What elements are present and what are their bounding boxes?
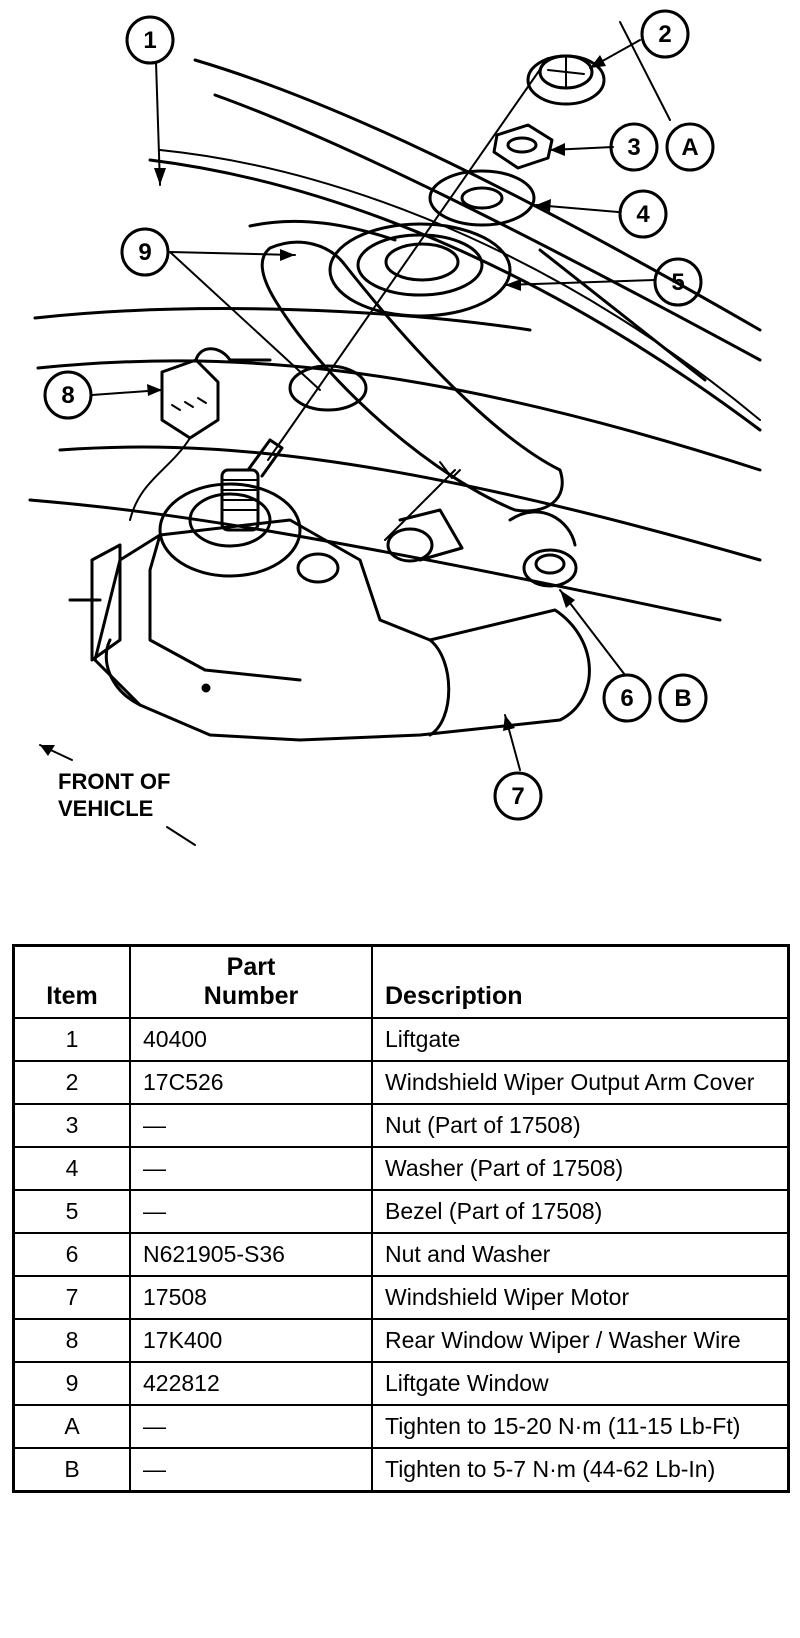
cell-description: Liftgate Window [371, 1361, 790, 1406]
callout-label: 4 [636, 201, 650, 228]
leader-lines [39, 39, 656, 846]
callout-label: 3 [627, 134, 640, 161]
cell-part-number: 422812 [129, 1361, 373, 1406]
callout-6: 6 [602, 673, 652, 723]
callout-1: 1 [125, 15, 175, 65]
header-part-line2: Number [203, 982, 299, 1010]
callout-label: 1 [143, 27, 156, 54]
front-label-line2: VEHICLE [58, 796, 153, 821]
cell-part-number: — [129, 1146, 373, 1191]
table-row: 5—Bezel (Part of 17508) [12, 1189, 790, 1234]
cell-part-number: — [129, 1189, 373, 1234]
cell-description: Nut (Part of 17508) [371, 1103, 790, 1148]
table-row: B—Tighten to 5-7 N·m (44-62 Lb-In) [12, 1447, 790, 1493]
callout-4: 4 [618, 189, 668, 239]
window-hole [288, 364, 368, 412]
table-row: 3—Nut (Part of 17508) [12, 1103, 790, 1148]
callout-label: 9 [138, 239, 151, 266]
cell-item: B [12, 1447, 131, 1493]
callout-5: 5 [653, 257, 703, 307]
callout-label: 7 [511, 783, 524, 810]
cell-part-number: 40400 [129, 1017, 373, 1062]
callout-label: 2 [658, 21, 671, 48]
callout-3: 3 [609, 122, 659, 172]
cell-item: 8 [12, 1318, 131, 1363]
cell-part-number: N621905-S36 [129, 1232, 373, 1277]
header-part-number: Part Number [129, 944, 373, 1019]
cell-item: A [12, 1404, 131, 1449]
cell-part-number: — [129, 1404, 373, 1449]
wiper-motor-shape [68, 438, 591, 742]
callout-label: 8 [61, 382, 74, 409]
table-row: A—Tighten to 15-20 N·m (11-15 Lb-Ft) [12, 1404, 790, 1449]
callout-label: 6 [620, 685, 633, 712]
cell-description: Washer (Part of 17508) [371, 1146, 790, 1191]
cell-part-number: 17508 [129, 1275, 373, 1320]
assembly-axis [267, 57, 549, 461]
header-item: Item [12, 944, 131, 1019]
callout-label: 5 [671, 269, 684, 296]
callout-label: A [681, 134, 698, 161]
cell-part-number: — [129, 1447, 373, 1493]
callout-7: 7 [493, 771, 543, 821]
callout-2: 2 [640, 9, 690, 59]
cell-item: 2 [12, 1060, 131, 1105]
table-row: 4—Washer (Part of 17508) [12, 1146, 790, 1191]
cell-item: 3 [12, 1103, 131, 1148]
cell-item: 9 [12, 1361, 131, 1406]
cell-description: Windshield Wiper Output Arm Cover [371, 1060, 790, 1105]
cell-item: 4 [12, 1146, 131, 1191]
cover-shape [526, 54, 606, 106]
cell-description: Tighten to 15-20 N·m (11-15 Lb-Ft) [371, 1404, 790, 1449]
exploded-diagram: 1 2 3 A 4 5 9 8 6 B 7 FRONT OF VEHICLE [28, 9, 762, 846]
header-part-line1: Part [226, 953, 276, 981]
liftgate-outline [28, 21, 762, 622]
cell-part-number: — [129, 1103, 373, 1148]
cell-item: 6 [12, 1232, 131, 1277]
leader-arrowheads [40, 55, 606, 756]
cell-description: Bezel (Part of 17508) [371, 1189, 790, 1234]
nut-shape [492, 123, 554, 170]
table-header-row: Item Part Number Description [12, 944, 790, 1019]
cell-description: Tighten to 5-7 N·m (44-62 Lb-In) [371, 1447, 790, 1493]
callout-label: B [674, 685, 691, 712]
cell-item: 1 [12, 1017, 131, 1062]
cell-description: Rear Window Wiper / Washer Wire [371, 1318, 790, 1363]
cell-description: Liftgate [371, 1017, 790, 1062]
cell-part-number: 17K400 [129, 1318, 373, 1363]
cell-description: Windshield Wiper Motor [371, 1275, 790, 1320]
connector-shape [129, 347, 272, 521]
cell-item: 7 [12, 1275, 131, 1320]
bezel-shape [260, 222, 564, 513]
callout-A: A [665, 122, 715, 172]
stud-nut-left [384, 461, 464, 563]
callout-B: B [658, 673, 708, 723]
cell-item: 5 [12, 1189, 131, 1234]
header-description: Description [371, 944, 790, 1019]
front-label-line1: FRONT OF [58, 769, 170, 794]
stud-nut-right [508, 510, 578, 588]
callout-9: 9 [120, 227, 170, 277]
cell-part-number: 17C526 [129, 1060, 373, 1105]
callout-8: 8 [43, 370, 93, 420]
cell-description: Nut and Washer [371, 1232, 790, 1277]
washer-shape [428, 169, 536, 227]
